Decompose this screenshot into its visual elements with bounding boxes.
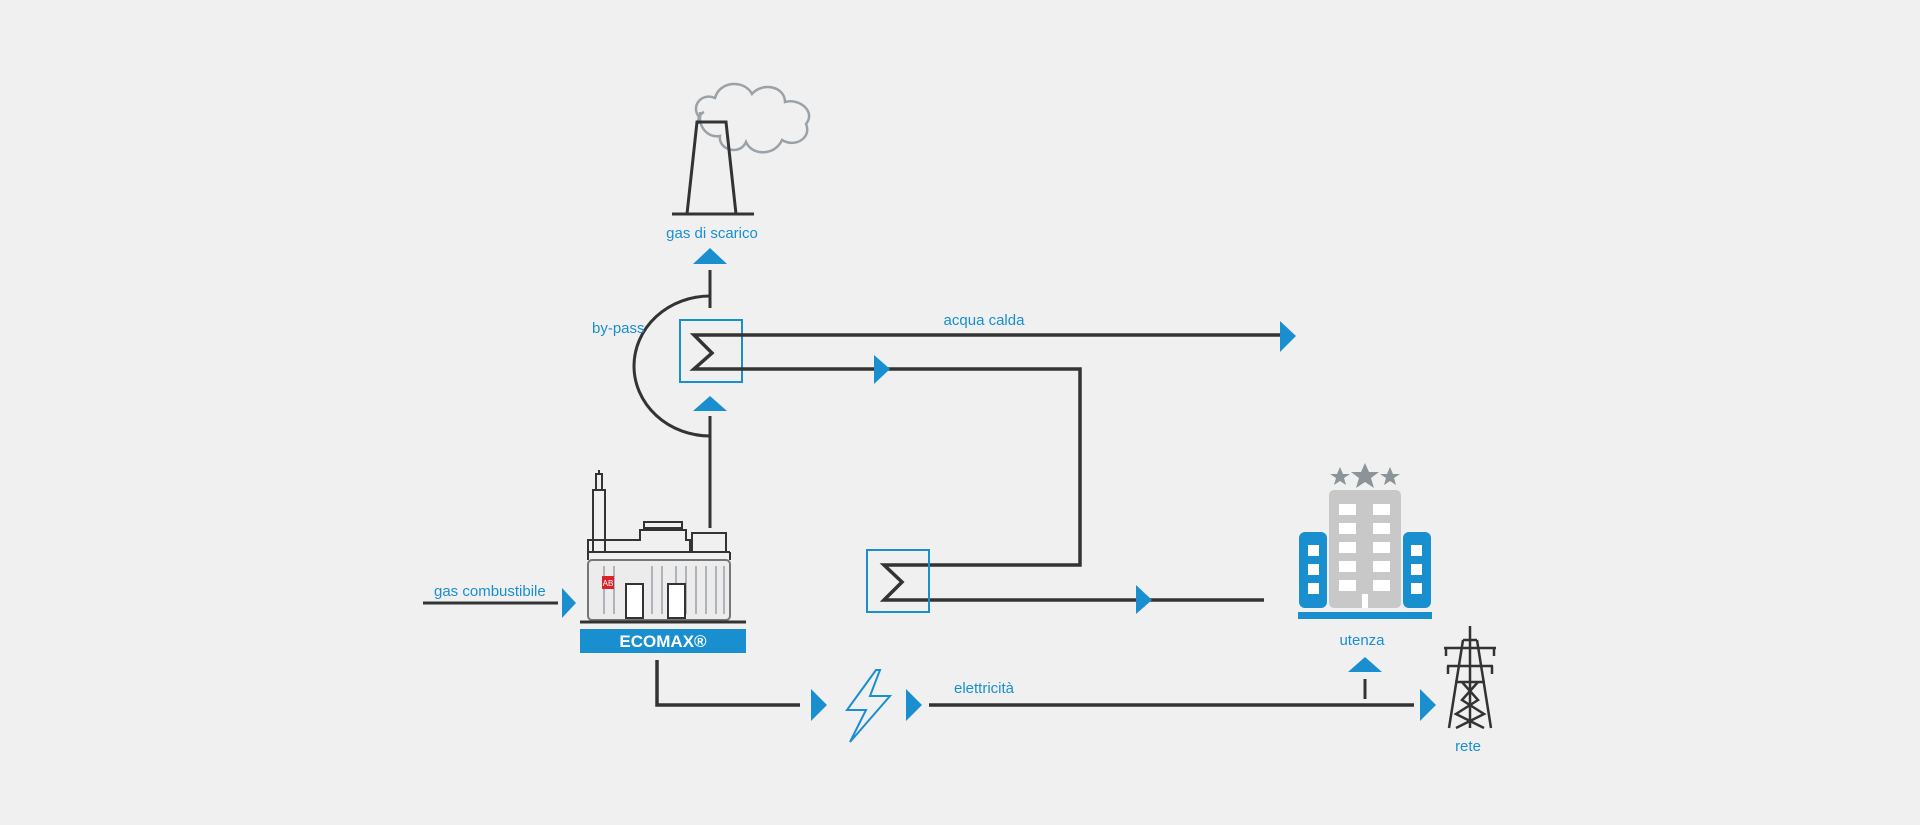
- heat-exchanger-icon: [679, 319, 743, 383]
- cogeneration-unit-icon: AB: [580, 470, 746, 624]
- lightning-icon: [845, 669, 893, 743]
- arrow-left-return: [874, 355, 890, 384]
- label-gas-combustibile: gas combustibile: [434, 583, 546, 600]
- arrow-right-electric-2: [906, 689, 922, 721]
- logo-badge: [602, 576, 614, 589]
- hot-water-loop: [689, 333, 1282, 602]
- label-gas-di-scarico: gas di scarico: [666, 225, 758, 242]
- arrow-left-utility-return: [1136, 585, 1152, 614]
- logo-text: AB: [603, 579, 614, 588]
- arrow-up-utility: [1348, 657, 1382, 672]
- exhaust-pipe: [632, 270, 712, 528]
- arrow-right-hot-water: [1280, 321, 1296, 352]
- label-acqua-calda: acqua calda: [944, 312, 1026, 329]
- chimney-icon: [672, 82, 811, 216]
- label-utenza: utenza: [1339, 632, 1385, 649]
- label-ecomax: ECOMAX®: [619, 632, 707, 651]
- unit-door-left: [625, 583, 644, 619]
- arrow-right-gas: [562, 588, 576, 618]
- arrow-up-exchanger: [693, 396, 727, 411]
- label-rete: rete: [1455, 738, 1481, 755]
- hotel-building-icon: [1298, 463, 1432, 619]
- heat-exchanger-icon-lower: [866, 549, 930, 613]
- label-elettricita: elettricità: [954, 680, 1015, 697]
- electric-cable-out: [655, 660, 800, 707]
- power-pylon-icon: [1444, 626, 1496, 730]
- unit-door-right: [667, 583, 686, 619]
- label-by-pass: by-pass: [592, 320, 645, 337]
- arrow-up-exhaust: [693, 248, 727, 264]
- arrow-right-electric-1: [811, 689, 827, 721]
- arrow-right-grid: [1420, 689, 1436, 721]
- ecomax-banner: [580, 629, 746, 653]
